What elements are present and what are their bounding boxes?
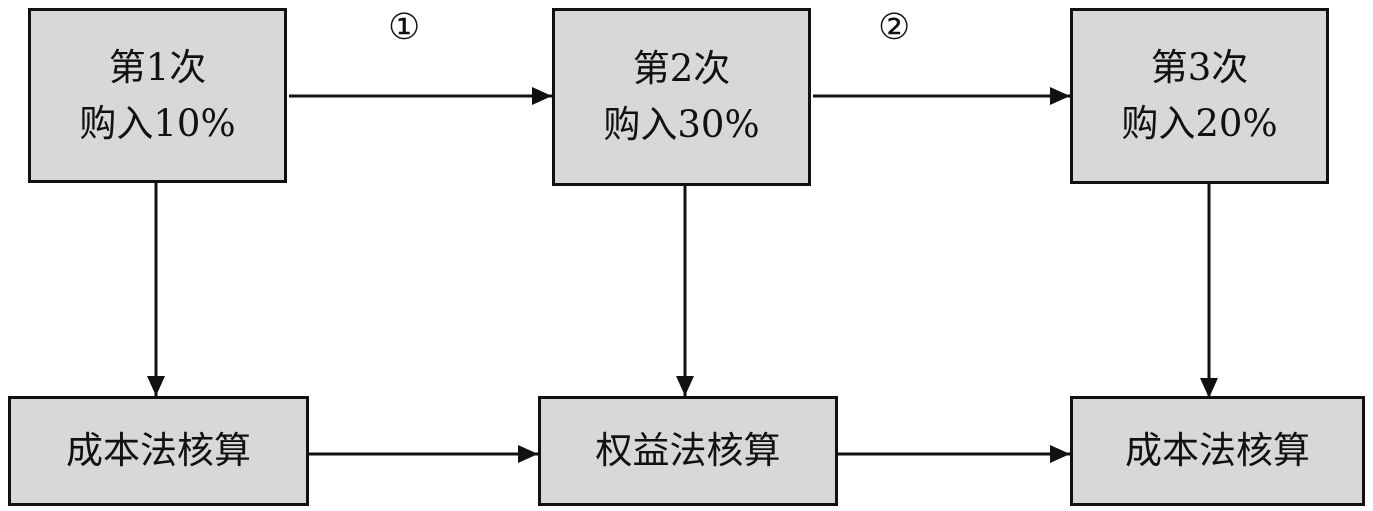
method-2-label: 权益法核算 bbox=[595, 429, 781, 472]
step-label-2: ② bbox=[878, 7, 911, 48]
purchase-2-share: 购入30% bbox=[603, 103, 760, 146]
step-label-1: ① bbox=[388, 7, 421, 48]
method-1-label: 成本法核算 bbox=[66, 429, 251, 472]
purchase-box-1: 第1次 购入10% bbox=[28, 8, 287, 183]
purchase-box-2: 第2次 购入30% bbox=[552, 8, 811, 186]
purchase-3-order: 第3次 bbox=[1150, 46, 1249, 89]
method-box-2: 权益法核算 bbox=[538, 396, 838, 506]
method-box-1: 成本法核算 bbox=[8, 396, 309, 506]
method-3-label: 成本法核算 bbox=[1125, 429, 1310, 472]
purchase-1-share: 购入10% bbox=[79, 101, 236, 145]
purchase-1-order: 第1次 bbox=[108, 45, 207, 89]
method-box-3: 成本法核算 bbox=[1070, 396, 1365, 506]
purchase-2-order: 第2次 bbox=[632, 47, 731, 90]
purchase-3-share: 购入20% bbox=[1121, 102, 1278, 145]
purchase-box-3: 第3次 购入20% bbox=[1070, 8, 1329, 184]
